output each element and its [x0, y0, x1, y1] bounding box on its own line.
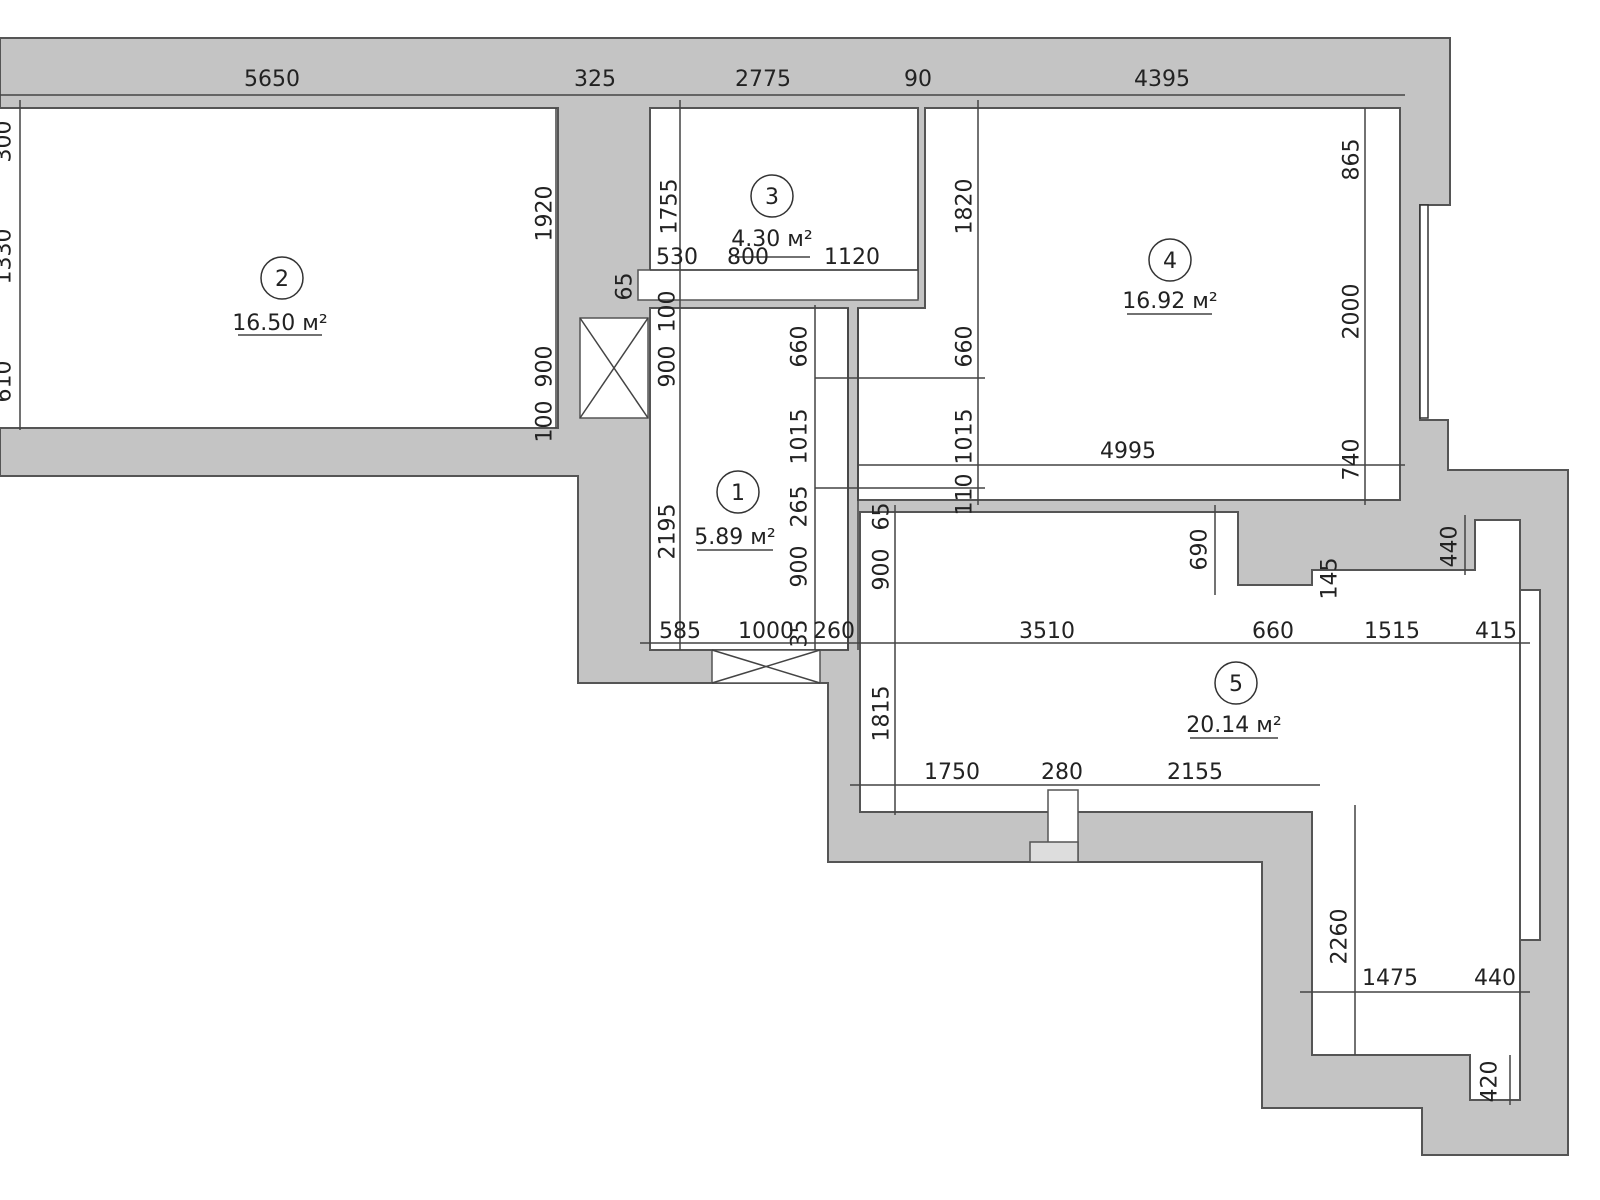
- dim-label: 1000: [738, 619, 794, 644]
- dim-label: 660: [1252, 619, 1294, 644]
- dim-label: 5650: [244, 67, 300, 92]
- dim-label: 4395: [1134, 67, 1190, 92]
- dim-label: 2775: [735, 67, 791, 92]
- dim-label: 65: [613, 273, 638, 301]
- dim-label: 1755: [658, 179, 683, 235]
- room-area: 5.89 м²: [694, 525, 775, 550]
- dim-label: 740: [1340, 439, 1365, 481]
- dim-label: 1120: [824, 245, 880, 270]
- dim-label: 265: [788, 486, 813, 528]
- room-number: 5: [1229, 672, 1243, 697]
- dim-label: 2155: [1167, 760, 1223, 785]
- room-5-area: [859, 511, 1521, 1101]
- dimension-lines: [0, 94, 1530, 1105]
- room-number: 4: [1163, 249, 1177, 274]
- dim-label: 415: [1475, 619, 1517, 644]
- dim-label: 1475: [1362, 966, 1418, 991]
- dim-label: 900: [870, 549, 895, 591]
- dim-label: 110: [953, 474, 978, 516]
- dim-label: 1515: [1364, 619, 1420, 644]
- dim-label: 325: [574, 67, 616, 92]
- room-label-5: 5 20.14 м²: [1186, 661, 1282, 739]
- dim-label: 1815: [870, 686, 895, 742]
- dim-label: 865: [1340, 139, 1365, 181]
- room-label-1: 1 5.89 м²: [694, 470, 776, 551]
- dim-label: 420: [1478, 1061, 1503, 1103]
- dim-label: 1015: [953, 409, 978, 465]
- room-number: 3: [765, 185, 779, 210]
- dim-label: 660: [788, 326, 813, 368]
- dim-label: 2260: [1328, 909, 1353, 965]
- dim-label: 1920: [533, 186, 558, 242]
- dim-label: 3510: [1019, 619, 1075, 644]
- room-area: 16.50 м²: [232, 311, 327, 336]
- dim-label: 100: [533, 401, 558, 443]
- room-area: 16.92 м²: [1122, 289, 1217, 314]
- room-2-area: [0, 107, 559, 429]
- dim-label: 145: [1318, 558, 1343, 600]
- dim-label: 1330: [0, 229, 17, 285]
- partition-room3: [637, 269, 919, 301]
- room-label-2: 2 16.50 м²: [232, 256, 328, 336]
- room-area: 4.30 м²: [731, 227, 812, 252]
- dim-label: 300: [0, 121, 17, 163]
- dim-label: 900: [533, 346, 558, 388]
- room-label-3: 3 4.30 м²: [731, 174, 813, 258]
- dim-label: 35: [788, 620, 813, 648]
- window-strip: [1519, 589, 1541, 941]
- room-label-4: 4 16.92 м²: [1122, 238, 1218, 315]
- door-entrance: [711, 649, 821, 684]
- dim-label: 280: [1041, 760, 1083, 785]
- dim-label: 100: [656, 291, 681, 333]
- dim-label: 1820: [953, 179, 978, 235]
- dim-label: 585: [659, 619, 701, 644]
- dim-label: 2195: [656, 504, 681, 560]
- dim-label: 4995: [1100, 439, 1156, 464]
- door-room2-room1: [579, 317, 649, 419]
- dim-label: 900: [656, 346, 681, 388]
- dim-label: 2000: [1340, 284, 1365, 340]
- dim-label: 800: [727, 245, 769, 270]
- dim-label: 1750: [924, 760, 980, 785]
- dim-label: 440: [1474, 966, 1516, 991]
- dim-label: 530: [656, 245, 698, 270]
- vent-block-small: [1029, 841, 1079, 863]
- dim-label: 260: [813, 619, 855, 644]
- room-number: 2: [275, 267, 289, 292]
- room-number: 1: [731, 481, 745, 506]
- dim-label: 65: [870, 503, 895, 531]
- dim-label: 660: [953, 326, 978, 368]
- window-room4: [1419, 204, 1429, 419]
- dim-label: 900: [788, 546, 813, 588]
- dim-label: 610: [0, 361, 17, 403]
- dim-label: 440: [1438, 526, 1463, 568]
- room-area: 20.14 м²: [1186, 713, 1281, 738]
- dim-label: 90: [904, 67, 932, 92]
- dim-label: 690: [1188, 529, 1213, 571]
- dim-label: 1015: [788, 409, 813, 465]
- dimension-labels: 5650 325 2775 90 4395 530 800 1120 4995 …: [0, 67, 1517, 1103]
